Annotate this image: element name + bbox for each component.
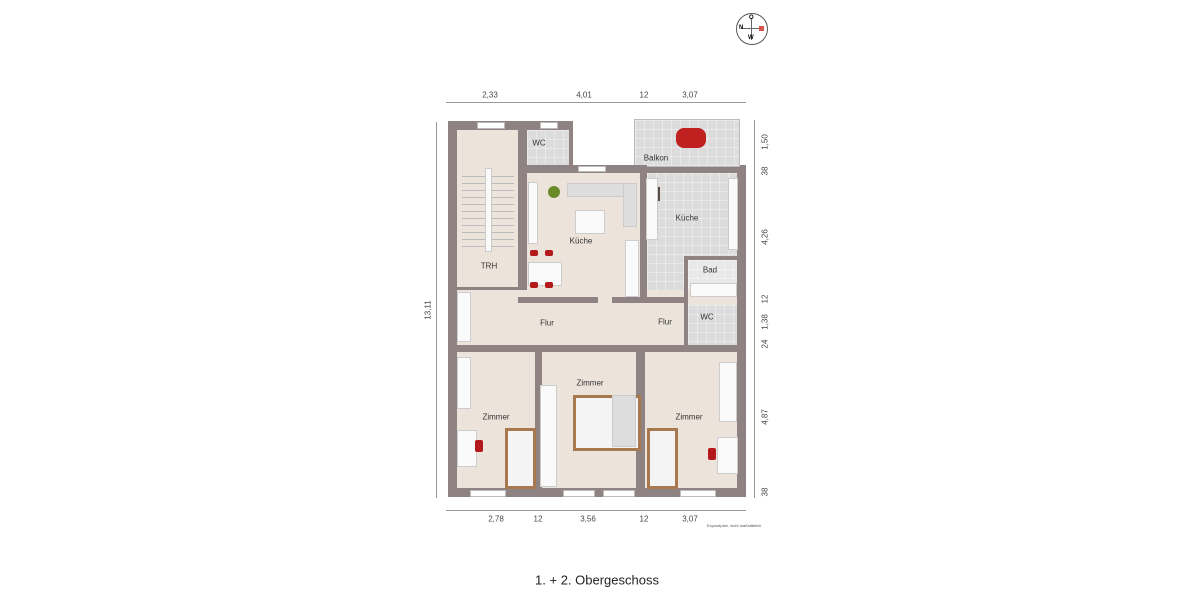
room-label-wc-right: WC [700,312,714,322]
dim-bottom-5: 3,07 [682,514,698,524]
dim-bottom-4: 12 [639,514,649,524]
dim-right-1: 1,50 [760,134,770,150]
plant-icon [548,186,560,198]
room-label-flur-left: Flur [540,318,554,328]
compass-w: W [748,35,754,41]
dim-right-2: 38 [760,166,770,176]
room-label-kueche-left: Küche [569,236,593,246]
dim-right-8: 38 [760,487,770,497]
room-label-zimmer-right: Zimmer [675,412,703,422]
scale-note: Exposéplan, nicht maßstäblich [707,523,762,528]
room-label-kueche-right: Küche [675,213,699,223]
dim-right-3: 4,26 [760,229,770,245]
dim-top-4: 3,07 [682,90,698,100]
plan-title: 1. + 2. Obergeschoss [535,572,659,588]
room-label-wc-top: WC [532,138,546,148]
compass-o: O [749,15,754,21]
dim-left: 13,11 [423,300,433,320]
dim-right-5: 1,38 [760,314,770,330]
dim-top-3: 12 [639,90,649,100]
dim-top-2: 4,01 [576,90,592,100]
dim-top-1: 2,33 [482,90,498,100]
dim-right-4: 12 [760,294,770,304]
room-label-zimmer-mid: Zimmer [576,378,604,388]
room-label-trh: TRH [480,261,498,271]
room-label-bad: Bad [702,265,718,275]
compass-n: N [739,25,744,31]
room-label-flur-right: Flur [658,317,672,327]
balcony [634,119,740,167]
compass-icon: O N W [736,13,768,45]
dim-right-7: 4,87 [760,409,770,425]
dim-bottom-1: 2,78 [488,514,504,524]
room-label-zimmer-left: Zimmer [482,412,510,422]
dim-bottom-3: 3,56 [580,514,596,524]
dim-right-6: 24 [760,339,770,349]
room-label-balkon: Balkon [643,153,669,163]
dim-bottom-2: 12 [533,514,543,524]
